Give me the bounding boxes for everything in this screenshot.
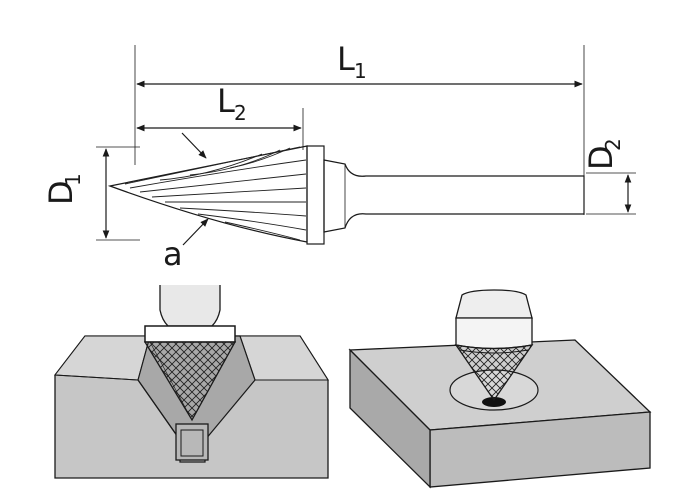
dimension-d1: D 1 (42, 146, 140, 241)
cone-flutes (124, 146, 307, 241)
v-groove-illustration (54, 285, 329, 479)
label-d1-main: D (42, 180, 80, 205)
label-l2-sub: 2 (234, 101, 247, 125)
label-d1-sub: 1 (61, 173, 85, 186)
label-d2-sub: 2 (601, 138, 625, 151)
dimension-drawing: L 1 L 2 D 1 D 2 a (42, 40, 636, 273)
leader-arrow-top (181, 132, 207, 159)
label-angle-a: a (163, 235, 183, 273)
label-l2-main: L (217, 82, 235, 120)
dimension-l1: L 1 (136, 40, 583, 88)
label-d2-main: D (582, 145, 620, 170)
leader-arrow-bottom (182, 218, 209, 246)
burr-side-view (107, 145, 585, 245)
dimension-l2: L 2 (136, 82, 302, 132)
label-l1-main: L (337, 40, 355, 78)
burr-in-groove (143, 285, 237, 422)
countersink-illustration (348, 289, 652, 489)
burr-countersink (454, 289, 534, 402)
dimension-d2: D 2 (582, 138, 636, 215)
label-l1-sub: 1 (354, 59, 367, 83)
